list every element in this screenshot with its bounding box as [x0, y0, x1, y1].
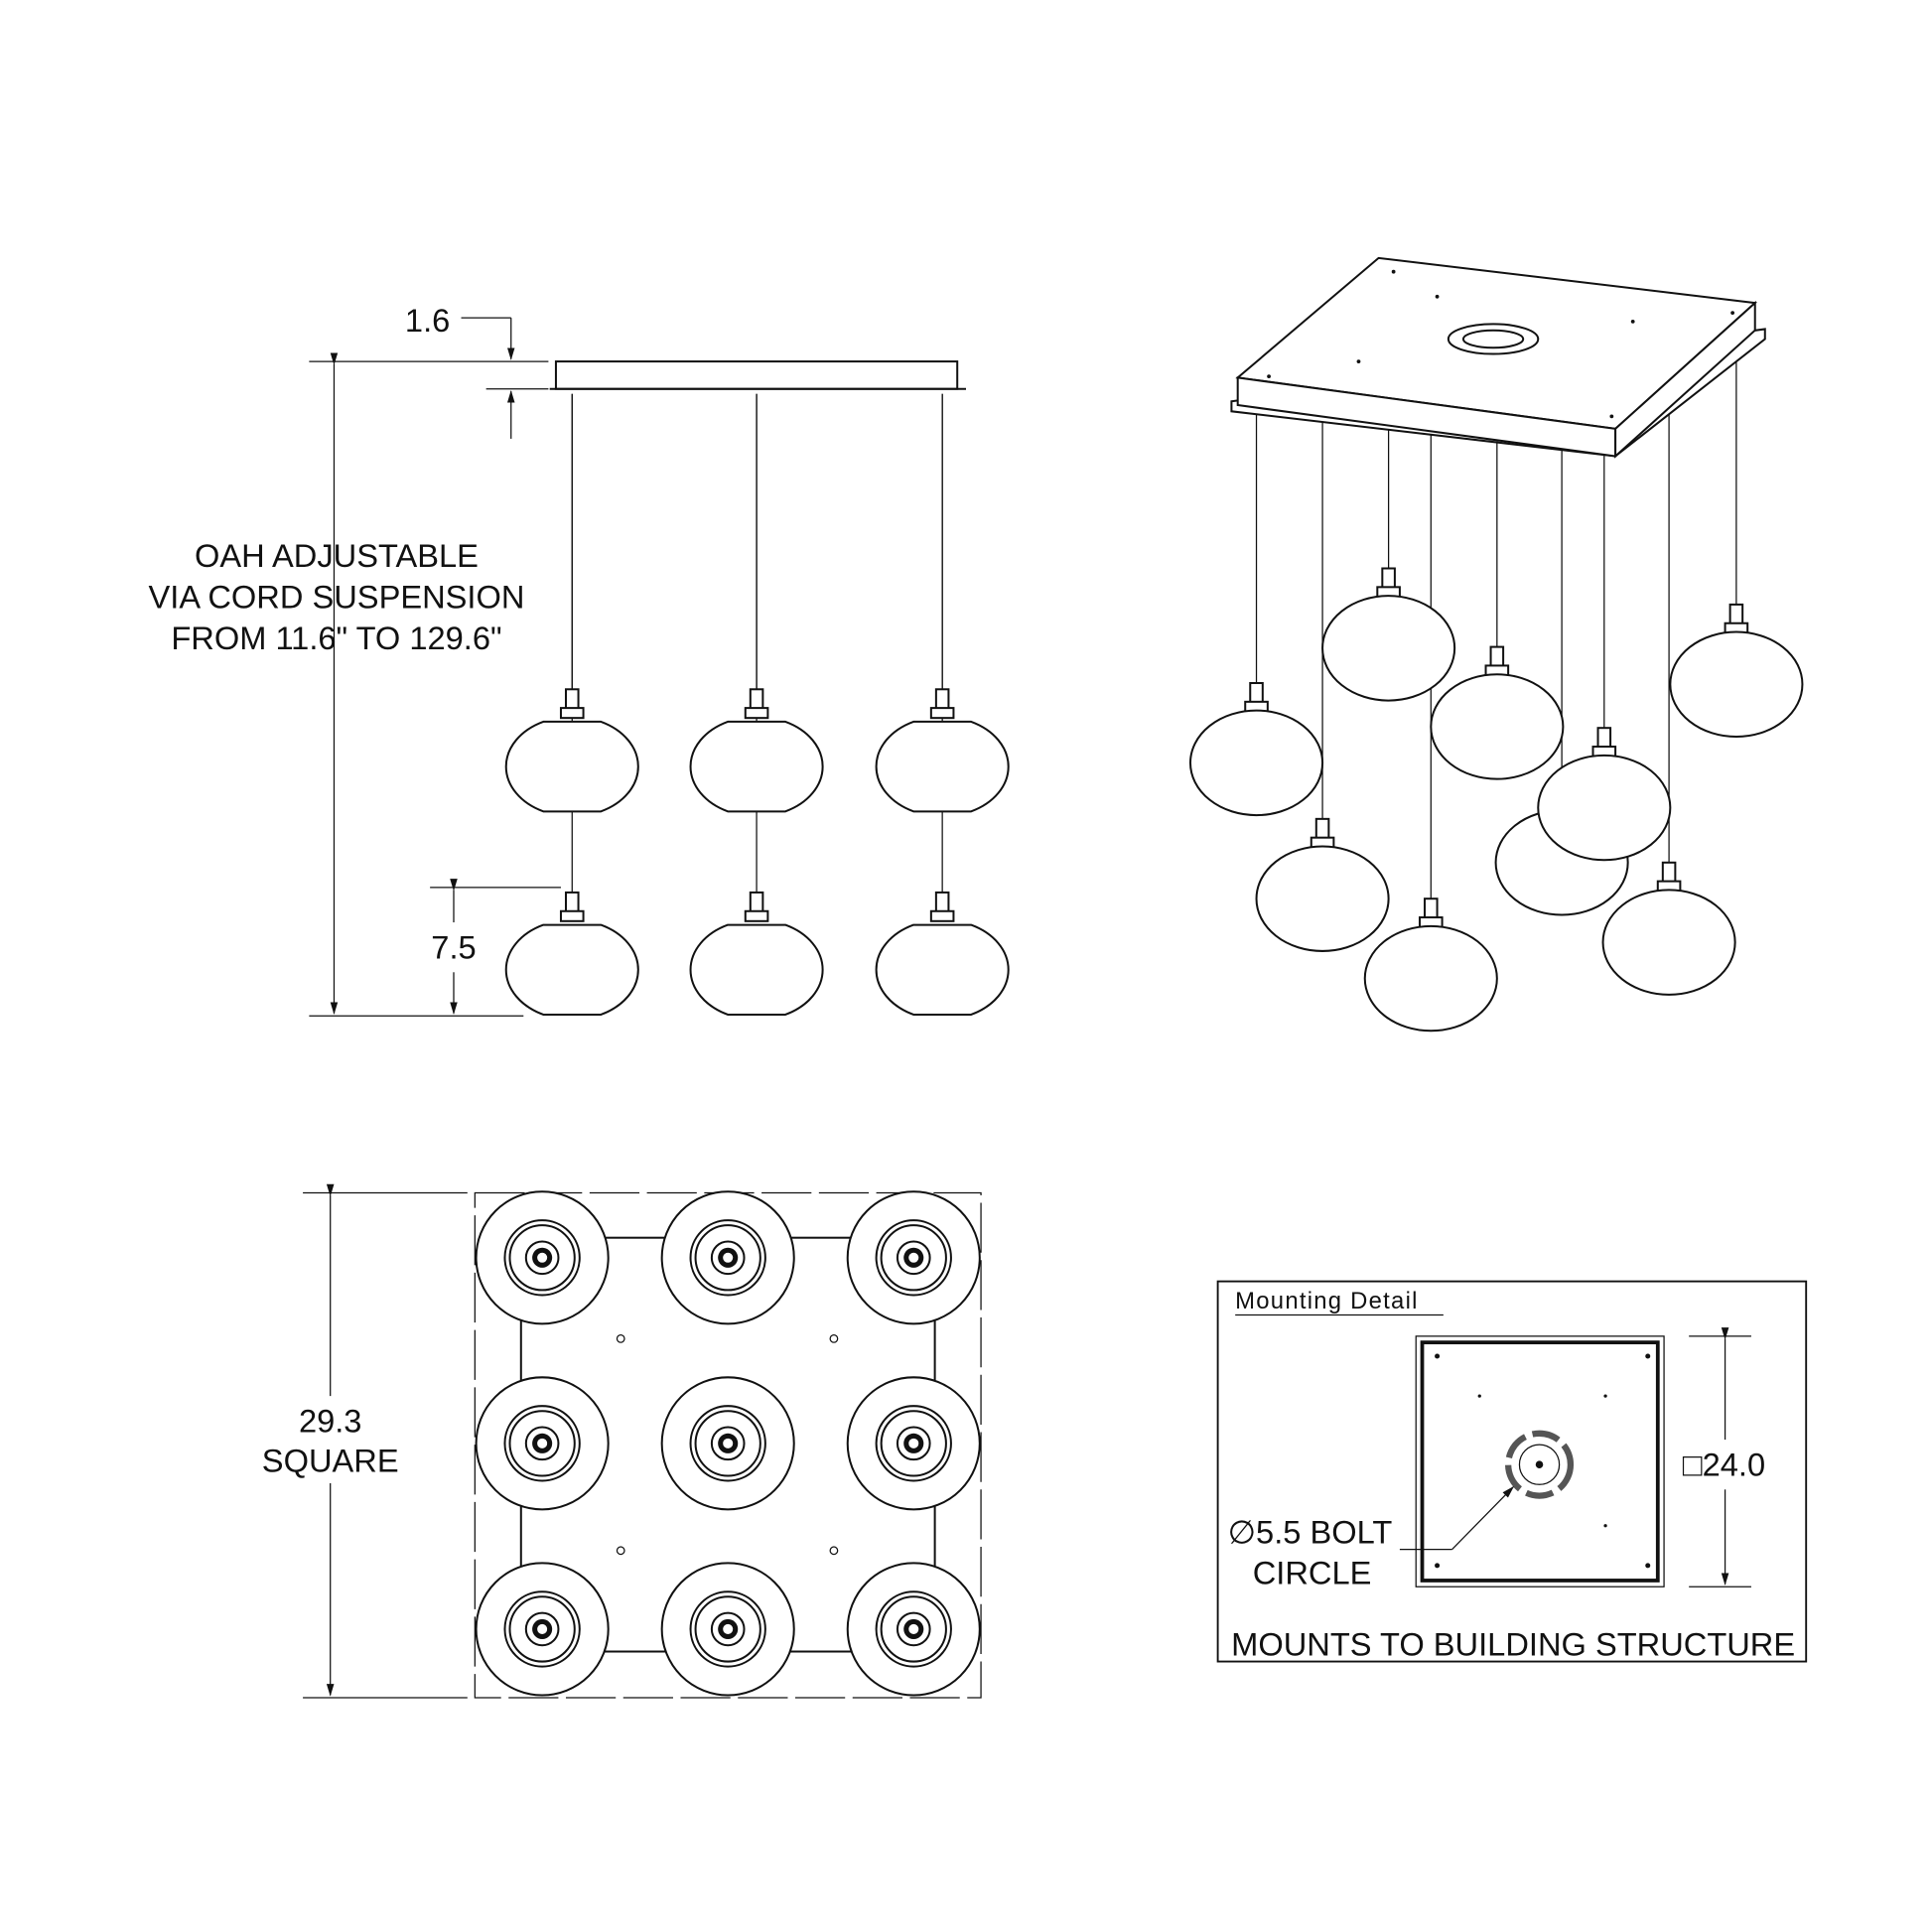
globe-plan — [475, 1190, 610, 1325]
glass-globe — [689, 720, 824, 813]
glass-globe — [1321, 595, 1456, 702]
plan-size-dim: 29.3 — [299, 1403, 361, 1440]
globe-plan — [846, 1190, 981, 1325]
socket — [564, 688, 580, 711]
isometric-view — [1188, 256, 1804, 1033]
plan-size-note: SQUARE — [262, 1443, 399, 1479]
glass-globe — [875, 720, 1010, 813]
socket — [934, 891, 950, 914]
globe-plan — [660, 1376, 795, 1511]
mounting-note: MOUNTS TO BUILDING STRUCTURE — [1231, 1625, 1795, 1662]
glass-globe — [1601, 889, 1736, 996]
plan-view: 29.3 SQUARE — [262, 1183, 982, 1699]
glass-globe — [504, 923, 639, 1016]
socket — [1489, 645, 1505, 668]
glass-globe — [689, 923, 824, 1016]
socket — [749, 688, 764, 711]
socket — [1381, 567, 1396, 590]
glass-globe — [1537, 754, 1672, 862]
globe-plan — [660, 1562, 795, 1697]
plate-size-dim: □24.0 — [1683, 1446, 1765, 1482]
glass-globe — [1188, 709, 1324, 817]
socket — [1661, 861, 1677, 884]
socket — [564, 891, 580, 914]
socket — [749, 891, 764, 914]
socket — [1596, 727, 1612, 750]
socket — [1249, 682, 1264, 705]
mounting-detail-title: Mounting Detail — [1235, 1288, 1419, 1314]
glass-globe — [504, 720, 639, 813]
socket — [934, 688, 950, 711]
glass-globe — [1363, 924, 1498, 1033]
front-elevation-view: 1.6 OAH ADJUSTABLE VIA CORD SUSPENSION F… — [149, 302, 1010, 1017]
canopy — [554, 360, 959, 390]
oah-note-line-2: VIA CORD SUSPENSION — [149, 579, 525, 616]
glass-globe — [875, 923, 1010, 1016]
globe-plan — [846, 1562, 981, 1697]
socket — [1424, 897, 1439, 920]
globe-plan — [846, 1376, 981, 1511]
oah-note-line-3: FROM 11.6" TO 129.6" — [171, 620, 501, 656]
pendants — [1188, 354, 1804, 1033]
globe-height-dim: 7.5 — [431, 928, 476, 965]
globe-plan — [660, 1190, 795, 1325]
glass-globe — [1669, 630, 1804, 738]
globe-plan — [475, 1376, 610, 1511]
bolt-circle-dim: ∅5.5 BOLT — [1228, 1513, 1393, 1550]
pendants — [504, 393, 1010, 1016]
bolt-circle-label: CIRCLE — [1253, 1555, 1372, 1591]
oah-note-line-1: OAH ADJUSTABLE — [195, 537, 479, 574]
glass-globe — [1430, 673, 1565, 780]
socket — [1314, 817, 1330, 840]
mounting-detail-box: Mounting Detail □24.0 ∅5.5 BOLT CIRCLE M… — [1216, 1280, 1808, 1663]
canopy-height-dim: 1.6 — [405, 302, 450, 339]
glass-globe — [1255, 845, 1390, 952]
globe-plan — [475, 1562, 610, 1697]
socket — [1728, 603, 1744, 626]
